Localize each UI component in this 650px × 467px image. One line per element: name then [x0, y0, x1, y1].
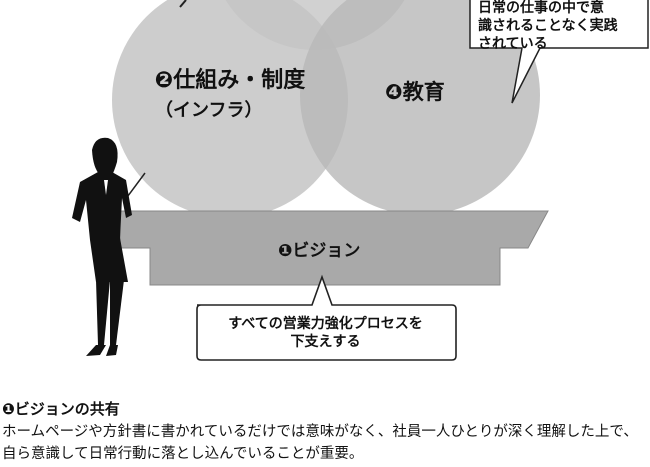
- section-title: ❶ビジョンの共有: [2, 400, 120, 418]
- vision-platform: [119, 210, 549, 286]
- circle-education-label: ❹教育: [385, 80, 445, 104]
- circle-education: [300, 0, 540, 215]
- callout-top-right-line: されている: [478, 36, 548, 52]
- callout-top-right-text: 日常の仕事の中で意 識されることなく実践 されている: [478, 0, 648, 53]
- callout-top-right-bubble: [469, 0, 649, 104]
- circle-infra-label: ❷仕組み・制度: [154, 68, 306, 93]
- section-body: ホームページや方針書に書かれているだけでは意味がなく、社員一人ひとりが深く理解し…: [2, 424, 638, 462]
- callout-bottom-text: すべての営業力強化プロセスを 下支えする: [203, 315, 448, 351]
- top-mark: [179, 0, 187, 8]
- businesswoman-silhouette: [72, 137, 132, 356]
- circle-infra-sublabel: （インフラ）: [155, 100, 263, 121]
- callout-bottom-bubble: [196, 274, 457, 361]
- callout-bottom-line: 下支えする: [290, 334, 361, 350]
- vision-label: ❶ビジョン: [278, 241, 361, 261]
- callout-top-right-line: 日常の仕事の中で意: [478, 0, 604, 16]
- callout-bottom-line: すべての営業力強化プロセスを: [228, 316, 423, 332]
- circle-infra: [112, 0, 348, 218]
- callout-top-right-line: 識されることなく実践: [478, 18, 618, 34]
